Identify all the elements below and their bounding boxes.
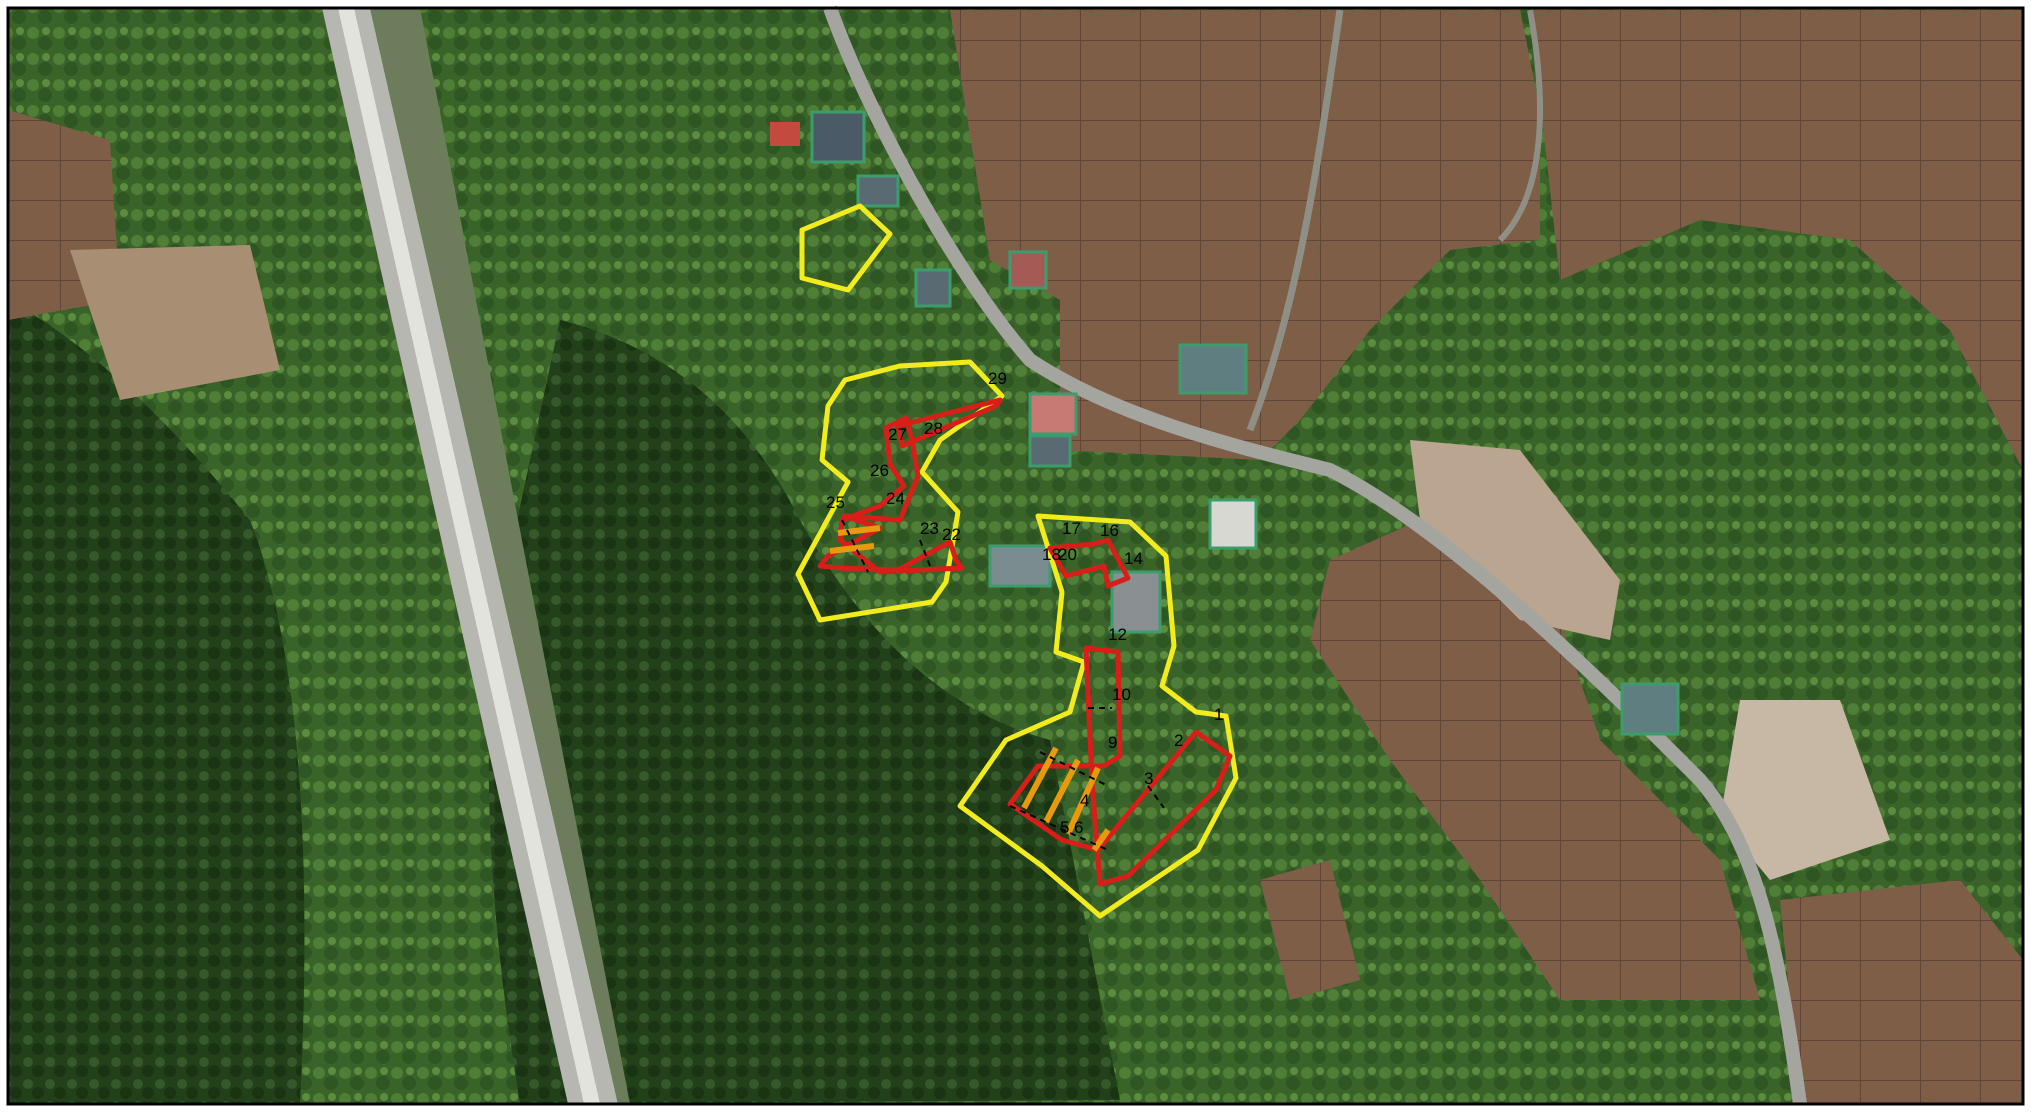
building [1008, 250, 1048, 290]
section-lines [841, 519, 1165, 851]
inner-zone-west[interactable] [817, 415, 965, 575]
building [856, 174, 900, 208]
railway-track [338, 8, 600, 1104]
inner-zone-upper[interactable] [1047, 537, 1131, 589]
point-label: 28 [924, 419, 943, 438]
point-label: 14 [1124, 549, 1143, 568]
section-line [919, 539, 931, 567]
building [1028, 434, 1072, 468]
point-label: 18 [1042, 545, 1061, 564]
building [810, 110, 866, 164]
point-label: 4 [1080, 791, 1089, 810]
point-label: 9 [1108, 733, 1117, 752]
point-label: 3 [1144, 769, 1153, 788]
building [1178, 343, 1248, 395]
building [1028, 392, 1078, 436]
dark-forest-area-west [8, 300, 305, 1104]
point-label: 22 [942, 525, 961, 544]
paddy-fields-southeast [1780, 880, 2023, 1104]
outer-zone-north[interactable] [799, 203, 893, 293]
inner-zone-strip[interactable] [895, 397, 1003, 449]
point-label: 24 [886, 489, 905, 508]
point-label: 5 [1060, 818, 1069, 837]
outer-zones [795, 203, 1239, 919]
inner-zone-east[interactable] [1007, 645, 1233, 887]
paddy-fields-east [1530, 10, 2023, 470]
sub-zone-line [837, 525, 881, 536]
point-label: 17 [1062, 519, 1081, 538]
point-label: 16 [1100, 521, 1119, 540]
farm-road-east [1497, 9, 1543, 243]
bare-field-west [70, 245, 280, 400]
point-label: 27 [888, 425, 907, 444]
inner-zones [817, 397, 1233, 887]
point-label: 6 [1074, 818, 1083, 837]
paddy-field-small [1260, 860, 1360, 1000]
dark-forest-area [488, 320, 1120, 1104]
bare-field-east [1720, 700, 1890, 880]
section-line [841, 519, 869, 573]
outer-zone-east[interactable] [957, 513, 1239, 919]
map-border [6, 6, 2025, 1106]
sub-zone-line [829, 543, 875, 554]
point-label: 25 [826, 493, 845, 512]
outer-zone-west[interactable] [795, 359, 1005, 623]
bare-field [1410, 440, 1620, 640]
section-line [1009, 805, 1109, 851]
building [1110, 570, 1162, 634]
section-line [1039, 751, 1109, 787]
point-label: 20 [1058, 545, 1077, 564]
point-label: 23 [920, 519, 939, 538]
point-label: 29 [988, 369, 1007, 388]
sub-zone-line [1091, 828, 1111, 852]
paddy-fields-south [1310, 520, 1760, 1000]
sub-zone-line [1043, 758, 1081, 824]
railway-embankment [370, 8, 630, 1104]
point-label: 1 [1214, 705, 1223, 724]
building [914, 268, 952, 308]
point-label: 10 [1112, 685, 1131, 704]
building [770, 122, 800, 146]
point-label: 26 [870, 461, 889, 480]
point-label: 2 [1174, 731, 1183, 750]
paddy-fields-central [1300, 10, 1540, 420]
main-road [823, 5, 1807, 1105]
building [988, 544, 1052, 588]
point-label: 12 [1108, 625, 1127, 644]
section-line [1147, 785, 1165, 809]
building [1208, 498, 1258, 550]
building [1620, 682, 1680, 736]
farm-road [1246, 9, 1344, 432]
